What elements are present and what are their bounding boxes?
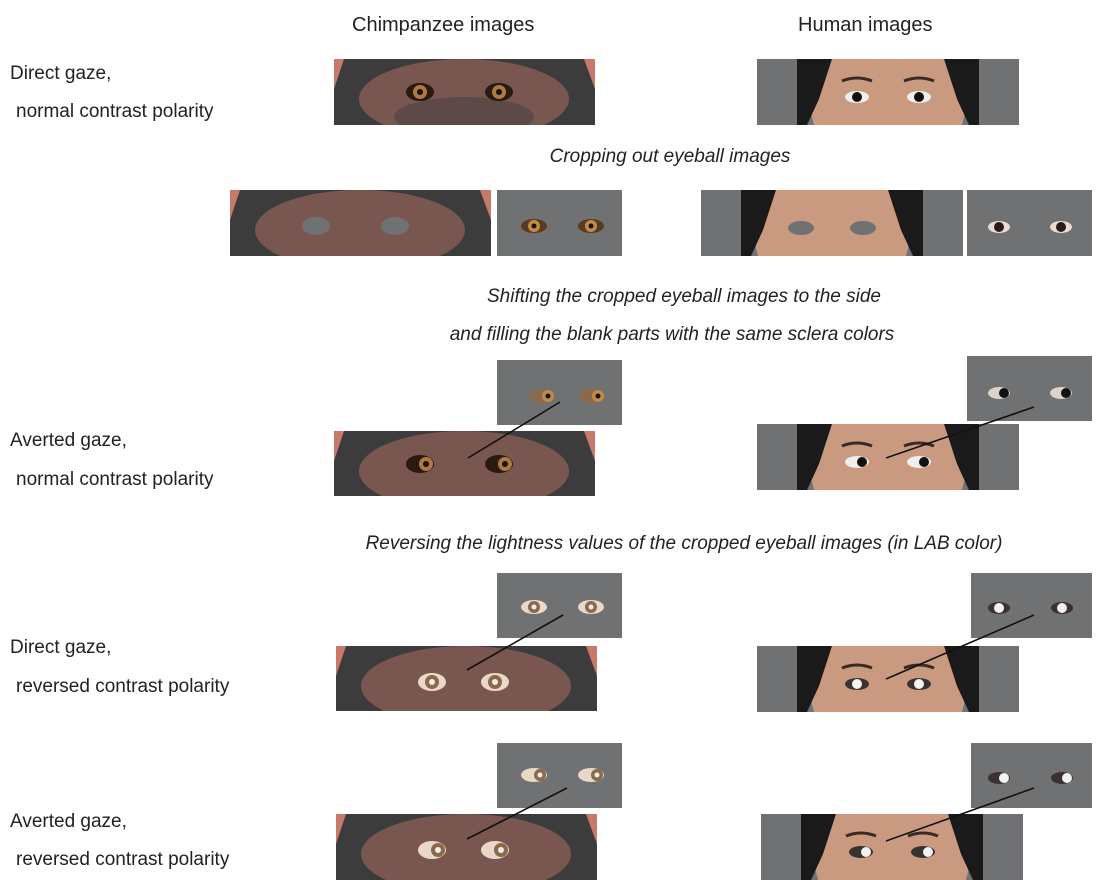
chimp-face-averted-reversed [336, 814, 597, 880]
chimp-face-direct-normal [334, 59, 595, 125]
step-shift-caption-line1: Shifting the cropped eyeball images to t… [487, 286, 881, 308]
human-eyeballs-direct-reversed [971, 573, 1092, 638]
row-label-direct-reversed-line2: reversed contrast polarity [16, 676, 229, 698]
human-column-header: Human images [798, 14, 933, 36]
chimp-face-direct-reversed [336, 646, 597, 711]
row-label-averted-reversed-line2: reversed contrast polarity [16, 849, 229, 871]
step-shift-caption-line2: and filling the blank parts with the sam… [450, 324, 895, 346]
human-face-averted-reversed [761, 814, 1023, 880]
chimpanzee-column-header: Chimpanzee images [352, 14, 534, 36]
chimp-eyeballs-averted-reversed [497, 743, 622, 808]
human-face-eyes-removed [701, 190, 963, 256]
chimp-eyeballs-direct-reversed [497, 573, 622, 638]
chimp-eyeballs-cropped [497, 190, 622, 256]
chimp-face-eyes-removed [230, 190, 491, 256]
step-reverse-caption: Reversing the lightness values of the cr… [366, 533, 1003, 555]
human-face-direct-normal [757, 59, 1019, 125]
row-label-direct-normal-line1: Direct gaze, [10, 63, 111, 85]
step-crop-caption: Cropping out eyeball images [550, 146, 791, 168]
row-label-direct-normal-line2: normal contrast polarity [16, 101, 213, 123]
row-label-averted-normal-line2: normal contrast polarity [16, 469, 213, 491]
row-label-direct-reversed-line1: Direct gaze, [10, 637, 111, 659]
human-eyeballs-averted-normal [967, 356, 1092, 421]
human-face-direct-reversed [757, 646, 1019, 712]
chimp-eyeballs-averted-normal [497, 360, 622, 425]
human-eyeballs-averted-reversed [971, 743, 1092, 808]
human-face-averted-normal [757, 424, 1019, 490]
human-eyeballs-cropped [967, 190, 1092, 256]
row-label-averted-reversed-line1: Averted gaze, [10, 811, 127, 833]
chimp-face-averted-normal [334, 431, 595, 496]
row-label-averted-normal-line1: Averted gaze, [10, 430, 127, 452]
